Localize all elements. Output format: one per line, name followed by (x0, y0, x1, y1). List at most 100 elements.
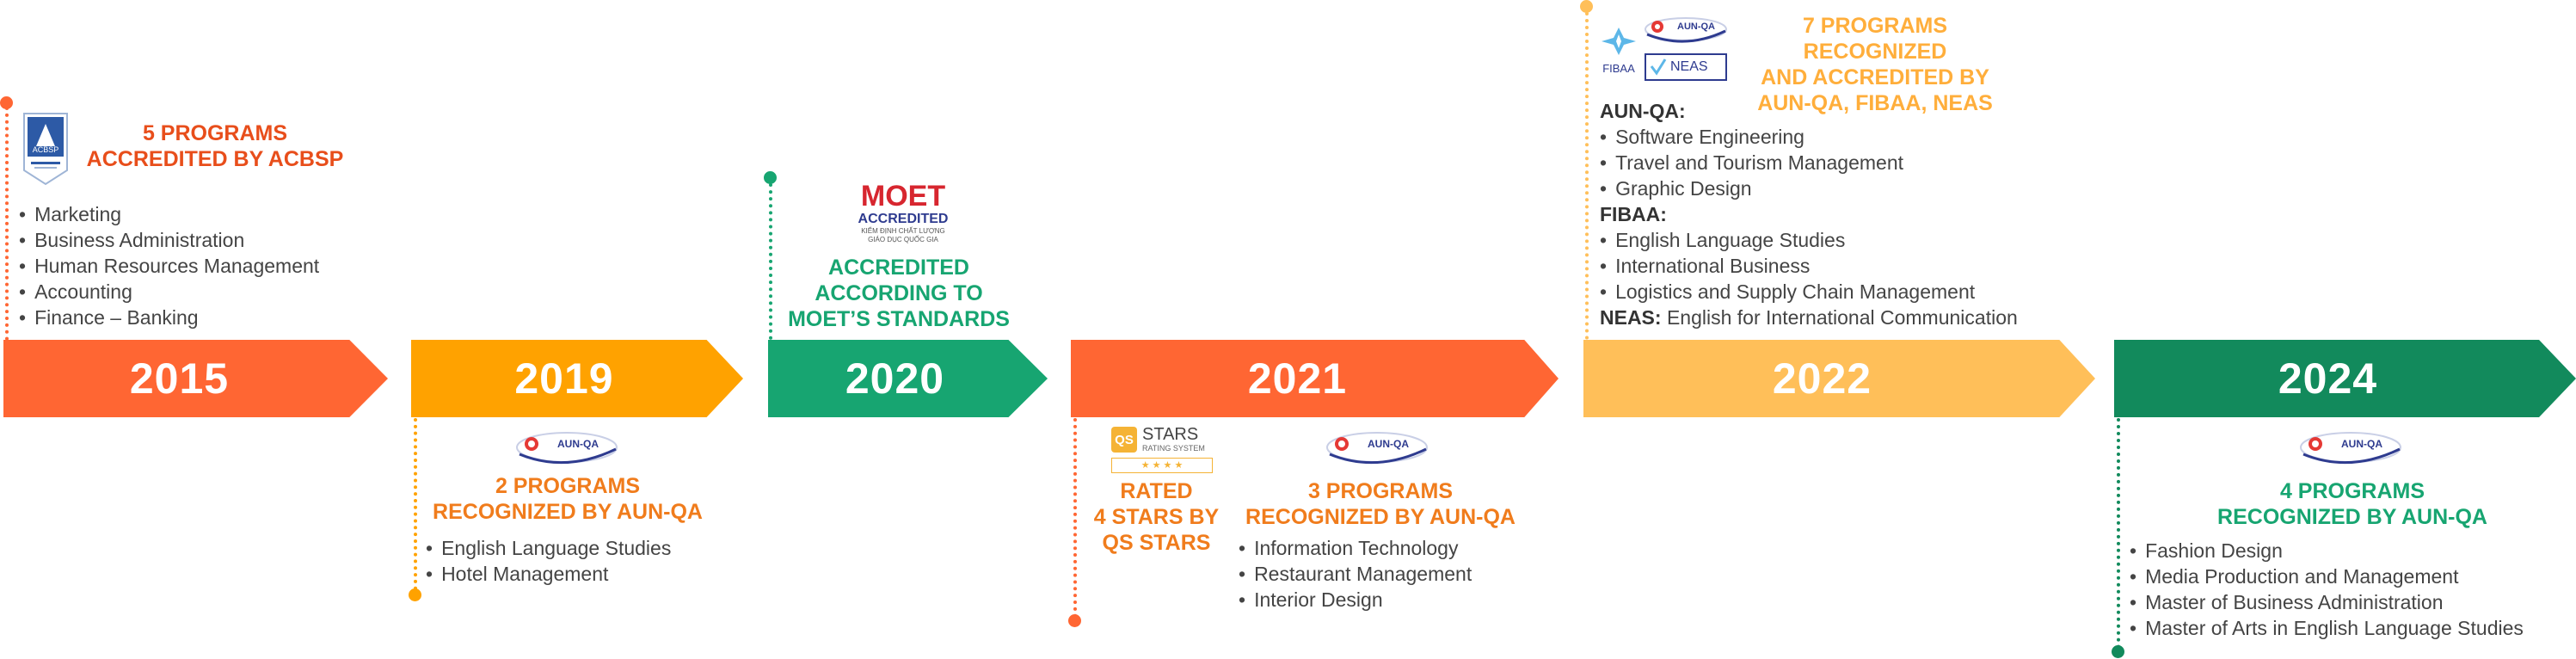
list-item: •Fashion Design (2130, 538, 2524, 564)
bullet-icon: • (1239, 563, 1246, 585)
list-item: •Accounting (19, 279, 319, 305)
qs-badge: QS (1111, 427, 1137, 453)
connector-line-2024 (2117, 418, 2120, 649)
bullet-icon: • (19, 280, 27, 303)
bullet-icon: • (19, 255, 27, 277)
aun-qa-logo: AUN-QA (2298, 430, 2403, 465)
qs-badge-text: QS (1115, 432, 1134, 447)
list-item-text: Human Resources Management (34, 255, 320, 277)
moet-logo-main: MOET (860, 180, 946, 212)
bullet-icon: • (1239, 588, 1246, 611)
aun-qa-list-2022: • Software Engineering • Travel and Tourism… (1600, 124, 1903, 201)
list-item: •International Business (1600, 253, 1975, 279)
fibaa-section-label: FIBAA: (1600, 201, 1667, 227)
heading-2015: 5 PROGRAMS ACCREDITED BY ACBSP (86, 121, 344, 171)
list-item: • Software Engineering (1600, 124, 1903, 150)
list-item-text: Hotel Management (441, 563, 609, 585)
bullet-icon: • (19, 229, 27, 251)
bullet-icon: • (426, 537, 433, 559)
bullet-icon: • (19, 306, 27, 329)
neas-section: NEAS: English for International Communic… (1600, 305, 2018, 330)
arrow-2021: 2021 (1071, 340, 1559, 417)
programs-list-2024: •Fashion Design•Media Production and Man… (2130, 538, 2524, 641)
bullet-icon: • (2130, 565, 2137, 588)
list-item: •Hotel Management (426, 561, 671, 587)
connector-dot-2020 (764, 171, 777, 184)
connector-line-2015 (5, 107, 9, 341)
moet-logo-sub: ACCREDITED (858, 212, 949, 226)
list-item-text: Business Administration (34, 229, 245, 251)
bullet-icon: • (1600, 229, 1608, 251)
connector-line-2019 (414, 418, 417, 590)
list-item-text: English Language Studies (1615, 229, 1846, 251)
aun-qa-logo: AUN-QA (514, 430, 619, 465)
connector-dot-2019 (409, 588, 421, 601)
list-item-text: Marketing (34, 203, 122, 225)
acbsp-logo-text: ACBSP (32, 145, 59, 154)
list-item-text: Graphic Design (1615, 177, 1752, 200)
list-item: • English Language Studies (1600, 227, 1975, 253)
fibaa-logo: FIBAA (1598, 24, 1639, 77)
bullet-icon: • (2130, 617, 2137, 639)
aun-qa-section-label: AUN-QA: (1600, 98, 1686, 124)
list-item: • Master of Arts in English Language Stud… (2130, 615, 2524, 641)
bullet-icon: • (1600, 280, 1608, 303)
moet-logo-small: KIỂM ĐỊNH CHẤT LƯỢNG GIÁO DỤC QUỐC GIA (861, 227, 945, 243)
arrow-2015: 2015 (3, 340, 388, 417)
aun-qa-label: AUN-QA: (1600, 100, 1686, 122)
arrow-2019: 2019 (411, 340, 743, 417)
heading-2020: ACCREDITED ACCORDING TO MOET’S STANDARDS (788, 256, 1010, 331)
connector-line-2022 (1585, 12, 1589, 340)
heading-2024: 4 PROGRAMS RECOGNIZED BY AUN-QA (2217, 479, 2487, 529)
neas-logo: NEAS (1645, 53, 1727, 81)
aun-qa-logo: AUN-QA (1325, 430, 1429, 465)
aun-qa-logo-text: AUN-QA (2341, 438, 2382, 450)
neas-logo-text: NEAS (1670, 59, 1708, 74)
qs-logo-main: STARS (1142, 425, 1199, 444)
list-item-text: Master of Arts in English Language Studi… (2145, 617, 2524, 639)
bullet-icon: • (1600, 126, 1608, 148)
bullet-icon: • (1600, 151, 1608, 174)
list-item: • Media Production and Management (2130, 564, 2524, 589)
connector-line-2021 (1073, 418, 1077, 618)
year-label: 2022 (1772, 354, 1872, 403)
list-item-text: International Business (1615, 255, 1811, 277)
bullet-icon: • (1239, 537, 1246, 559)
list-item: •Logistics and Supply Chain Management (1600, 279, 1975, 305)
year-label: 2021 (1247, 354, 1348, 403)
list-item: •Graphic Design (1600, 176, 1903, 201)
list-item: • Business Administration (19, 227, 319, 253)
list-item-text: English Language Studies (441, 537, 672, 559)
connector-dot-2022 (1580, 0, 1593, 13)
connector-line-2020 (769, 183, 772, 340)
list-item: • Finance – Banking (19, 305, 319, 330)
fibaa-label: FIBAA: (1600, 203, 1667, 225)
arrow-2022: 2022 (1583, 340, 2095, 417)
aun-qa-logo-text: AUN-QA (1677, 22, 1715, 32)
qs-stars-logo: QS STARS RATING SYSTEM ★ ★ ★ ★ (1111, 425, 1213, 475)
connector-dot-2021 (1068, 614, 1081, 627)
list-item-text: Finance – Banking (34, 306, 199, 329)
year-label: 2024 (2278, 354, 2378, 403)
aun-qa-logo-text: AUN-QA (1368, 438, 1409, 450)
list-item-text: Travel and Tourism Management (1615, 151, 1903, 174)
bullet-icon: • (19, 203, 27, 225)
list-item-text: Interior Design (1254, 588, 1383, 611)
list-item-text: Software Engineering (1615, 126, 1804, 148)
heading-2021: 3 PROGRAMS RECOGNIZED BY AUN-QA (1245, 479, 1515, 529)
moet-logo: MOET ACCREDITED KIỂM ĐỊNH CHẤT LƯỢNG GIÁ… (839, 181, 968, 249)
list-item-text: Media Production and Management (2145, 565, 2459, 588)
list-item-text: Fashion Design (2145, 539, 2283, 562)
list-item: • Travel and Tourism Management (1600, 150, 1903, 176)
neas-program: English for International Communication (1666, 306, 2018, 329)
bullet-icon: • (2130, 591, 2137, 613)
heading-2022: 7 PROGRAMS RECOGNIZED AND ACCREDITED BY … (1757, 14, 1993, 115)
arrow-2020: 2020 (768, 340, 1048, 417)
programs-list-2021: • Information Technology•Restaurant Manag… (1239, 535, 1472, 613)
list-item-text: Information Technology (1254, 537, 1459, 559)
neas-label: NEAS: (1600, 306, 1662, 329)
list-item: •Restaurant Management (1239, 561, 1472, 587)
year-label: 2015 (129, 354, 230, 403)
arrow-2024: 2024 (2114, 340, 2576, 417)
list-item: • Information Technology (1239, 535, 1472, 561)
